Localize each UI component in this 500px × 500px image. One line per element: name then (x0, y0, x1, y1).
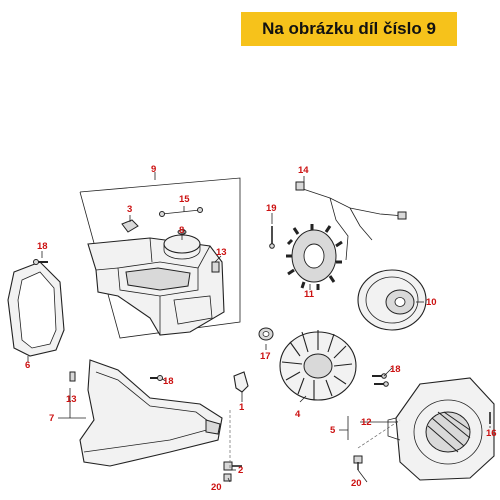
callout-6: 6 (25, 360, 30, 371)
wiring-harness-part-14[interactable] (295, 181, 407, 261)
callout-15: 15 (179, 194, 190, 205)
callout-18-right: 18 (390, 364, 401, 375)
callout-14: 14 (298, 165, 309, 176)
bracket-part-1[interactable] (233, 371, 249, 402)
bolt-part-20-lower[interactable] (223, 473, 232, 482)
callout-2: 2 (238, 465, 243, 476)
clip-part-3[interactable] (121, 219, 139, 233)
upper-cooling-shroud[interactable] (87, 237, 225, 336)
callout-13-lower: 13 (66, 394, 77, 405)
callout-7: 7 (49, 413, 54, 424)
screw-part-18-middle[interactable] (150, 375, 163, 381)
callout-16: 16 (486, 428, 497, 439)
callout-10: 10 (426, 297, 437, 308)
screw-part-18-right[interactable] (372, 373, 389, 387)
callout-13-upper: 13 (216, 247, 227, 258)
bracket-part-15[interactable] (159, 207, 203, 217)
callout-8: 8 (179, 225, 184, 236)
callout-5: 5 (330, 425, 336, 436)
callout-18-middle: 18 (163, 376, 174, 387)
callout-17: 17 (260, 351, 271, 362)
nut-part-17[interactable] (258, 327, 274, 341)
lower-cooling-shroud[interactable] (79, 359, 223, 467)
bolt-part-20-right[interactable] (353, 455, 363, 470)
screw-part-13-upper[interactable] (211, 261, 220, 273)
part-number-banner: Na obrázku díl číslo 9 (241, 12, 457, 46)
callout-20-right: 20 (351, 478, 362, 489)
screw-part-18-left[interactable] (33, 259, 49, 265)
cooling-fan-part-4[interactable] (279, 330, 357, 401)
callout-4: 4 (295, 409, 301, 420)
callout-3: 3 (127, 204, 132, 215)
callout-18-left: 18 (37, 241, 48, 252)
screw-part-13-lower[interactable] (69, 371, 76, 382)
gasket-part-6[interactable] (7, 261, 65, 357)
callout-1: 1 (239, 402, 245, 413)
callout-20-left: 20 (211, 482, 222, 493)
callout-19: 19 (266, 203, 277, 214)
callout-9: 9 (151, 164, 156, 175)
screw-part-19[interactable] (269, 226, 275, 249)
fan-cover-part-5[interactable] (387, 377, 495, 481)
callout-12: 12 (361, 417, 372, 428)
flywheel-part-10[interactable] (357, 269, 427, 331)
stator-part-11[interactable] (286, 224, 343, 290)
callout-11: 11 (304, 289, 315, 300)
